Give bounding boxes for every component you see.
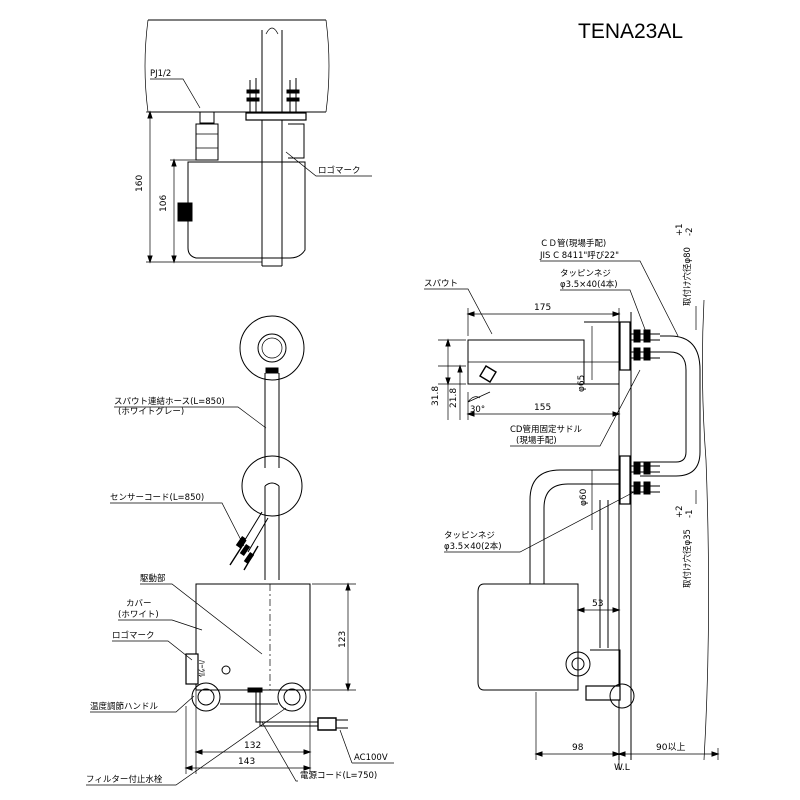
body-box: [187, 161, 306, 259]
cd-pipe-outer: [640, 335, 701, 477]
label-hole-bottom-tol-lower: -1: [685, 510, 695, 518]
side-view: 175 155 31.8 21.8 30° φ65 φ60 53 98 90以上…: [424, 223, 720, 773]
label-cover-color: (ホワイト): [118, 610, 159, 620]
dim-21-8: 21.8: [449, 388, 459, 408]
top-view: 160 106 PJ1/2 ロゴマーク: [135, 19, 372, 267]
label-tap-screw-bottom: タッピンネジ: [444, 531, 495, 541]
label-filter-valve: フィルター付止水栓: [86, 774, 163, 785]
cd-pipe-inner: [640, 351, 687, 463]
label-hole-top-tol-upper: +1: [675, 223, 685, 236]
label-tap-screw-bottom-spec: φ3.5×40(2本): [444, 541, 502, 552]
label-hole-bottom: 取付け穴径φ35: [682, 529, 693, 588]
dim-98: 98: [572, 743, 584, 753]
dim-106: 106: [159, 195, 169, 212]
label-spout: スパウト: [424, 279, 458, 289]
label-hole-bottom-tol-upper: +2: [675, 505, 685, 518]
sensor-connector: [235, 536, 255, 564]
label-hole-top: 取付け穴径φ80: [682, 247, 693, 306]
dim-132: 132: [244, 741, 261, 751]
model-title: TENA23AL: [578, 20, 683, 43]
label-sensor-cord: センサーコード(L=850): [110, 493, 204, 503]
label-drive: 駆動部: [140, 573, 166, 584]
svg-text:ﾊｰﾂﾙ: ﾊｰﾂﾙ: [196, 660, 206, 678]
dim-123: 123: [338, 631, 348, 648]
dim-31-8: 31.8: [431, 386, 441, 406]
label-cd-pipe-std: JIS C 8411"呼び22": [539, 250, 619, 261]
counter-break-right: [325, 19, 330, 113]
riser-pipe: [261, 30, 283, 267]
label-cd-pipe: ＣＤ管(現場手配): [540, 238, 606, 249]
dim-30deg: 30°: [470, 405, 485, 415]
dim-phi60: φ60: [579, 488, 589, 506]
label-pj: PJ1/2: [150, 69, 171, 79]
side-drive-box: [477, 583, 579, 691]
drive-box: [195, 583, 311, 691]
label-tap-screw-top-spec: φ3.5×40(4本): [560, 279, 618, 290]
label-power-cord: 電源コード(L=750): [300, 771, 377, 781]
label-spout-hose-color: (ホワイトグレー): [118, 406, 184, 417]
label-hole-top-tol-lower: -2: [685, 228, 695, 236]
dim-90-or-more: 90以上: [656, 742, 685, 753]
label-ac100v: AC100V: [354, 753, 388, 763]
wall: [618, 312, 632, 760]
label-logo-front: ロゴマーク: [112, 630, 155, 641]
dim-175: 175: [534, 303, 551, 313]
dim-phi65: φ65: [577, 375, 587, 392]
dim-143: 143: [238, 757, 255, 767]
dim-53: 53: [592, 599, 603, 609]
counter-break-left: [144, 19, 149, 113]
label-logo-top: ロゴマーク: [318, 165, 361, 176]
label-cd-saddle: CD管用固定サドル: [510, 424, 582, 435]
label-temp-handle: 温度調節ハンドル: [90, 701, 159, 712]
dim-155: 155: [534, 403, 551, 413]
label-cd-saddle-site: (現場手配): [516, 435, 557, 446]
wall-break: [702, 299, 709, 761]
front-view: ﾊｰﾂﾙ 123 132 143 スパウト連結ホース(L=850) (ホワイトグ…: [86, 315, 394, 786]
label-spout-hose: スパウト連結ホース(L=850): [114, 396, 225, 407]
dim-160: 160: [135, 175, 145, 192]
label-tap-screw-top: タッピンネジ: [560, 269, 611, 279]
anchor-bolts: [246, 78, 300, 112]
label-cover: カバー: [126, 599, 152, 609]
label-wl: W.L: [614, 763, 630, 773]
